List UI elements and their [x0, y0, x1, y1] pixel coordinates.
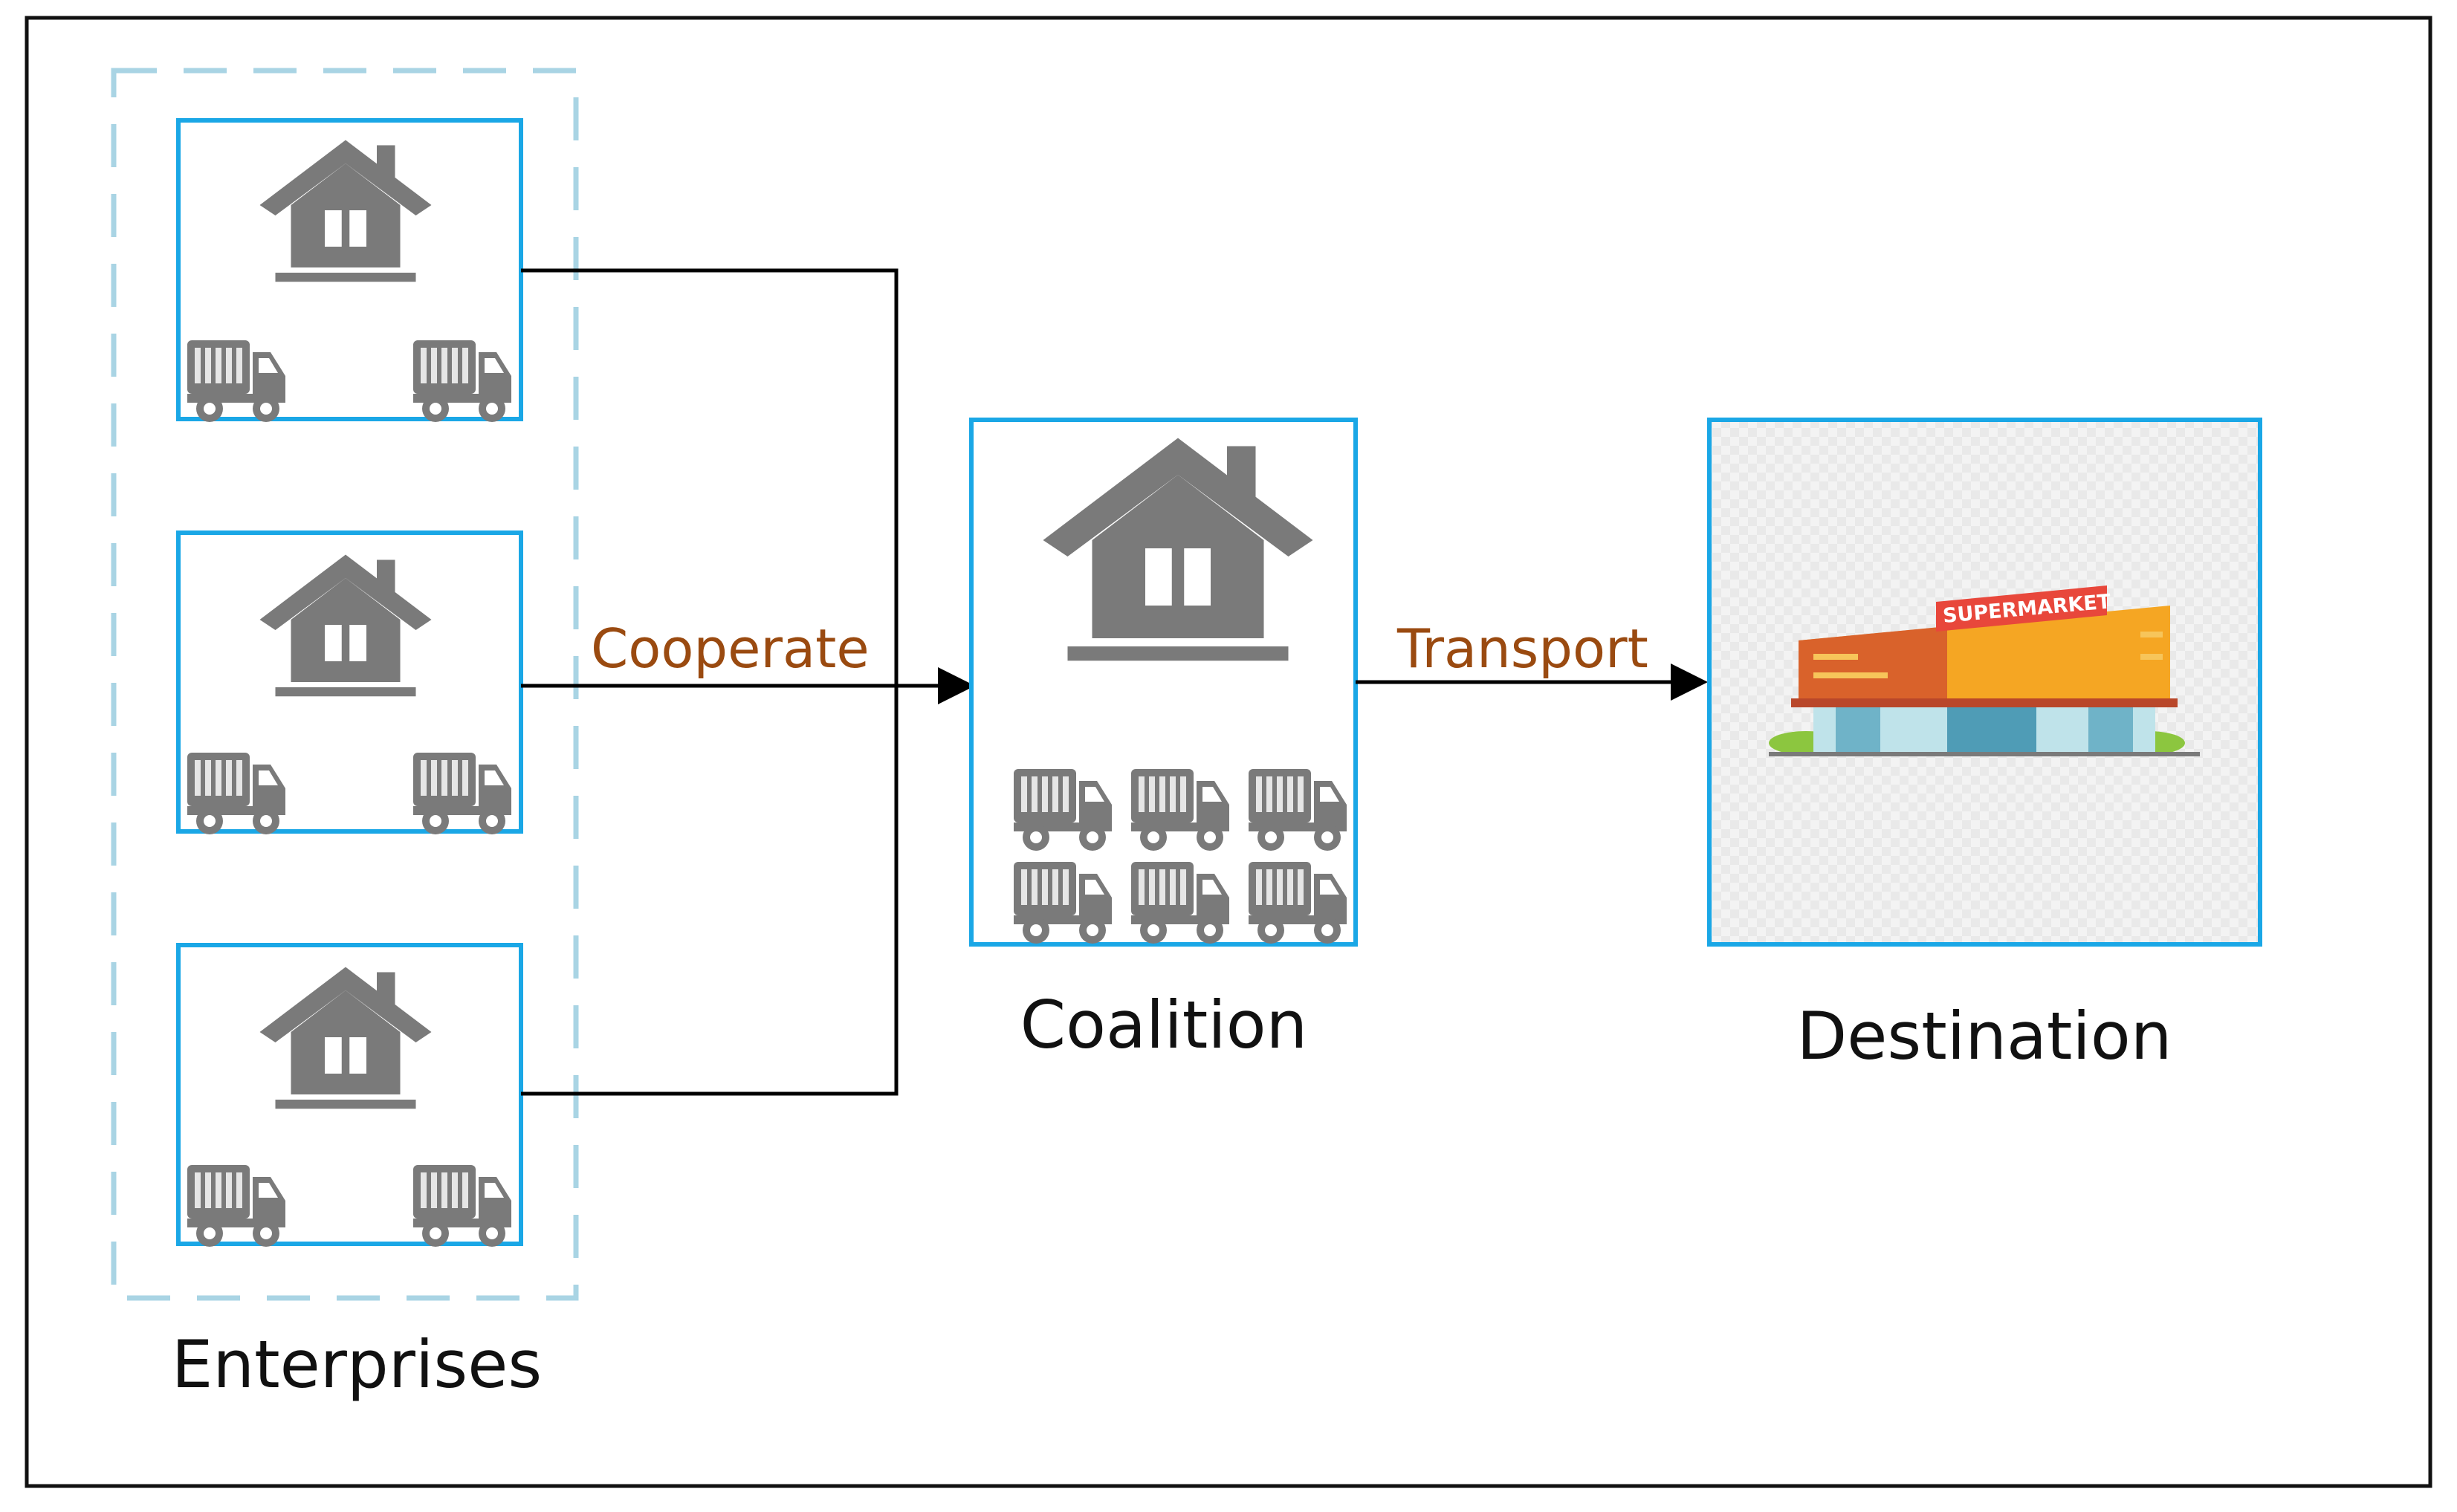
- enterprise-box: [176, 531, 523, 834]
- enterprise-box: [176, 118, 523, 422]
- supermarket-icon: SUPERMARKET: [1769, 585, 2200, 756]
- cooperate-arrowhead: [938, 667, 975, 704]
- transport-arrowhead: [1671, 663, 1708, 701]
- cooperate-connector: [521, 268, 938, 1096]
- coalition-box: [969, 418, 1358, 947]
- coalition-caption: Coalition: [1020, 987, 1308, 1063]
- enterprises-caption: Enterprises: [172, 1326, 543, 1403]
- destination-box: SUPERMARKET: [1707, 418, 2262, 947]
- cooperate-label: Cooperate: [591, 617, 870, 680]
- enterprise-box: [176, 943, 523, 1247]
- outer-frame: [25, 16, 2432, 1488]
- destination-caption: Destination: [1797, 998, 2172, 1074]
- transport-label: Transport: [1396, 617, 1648, 680]
